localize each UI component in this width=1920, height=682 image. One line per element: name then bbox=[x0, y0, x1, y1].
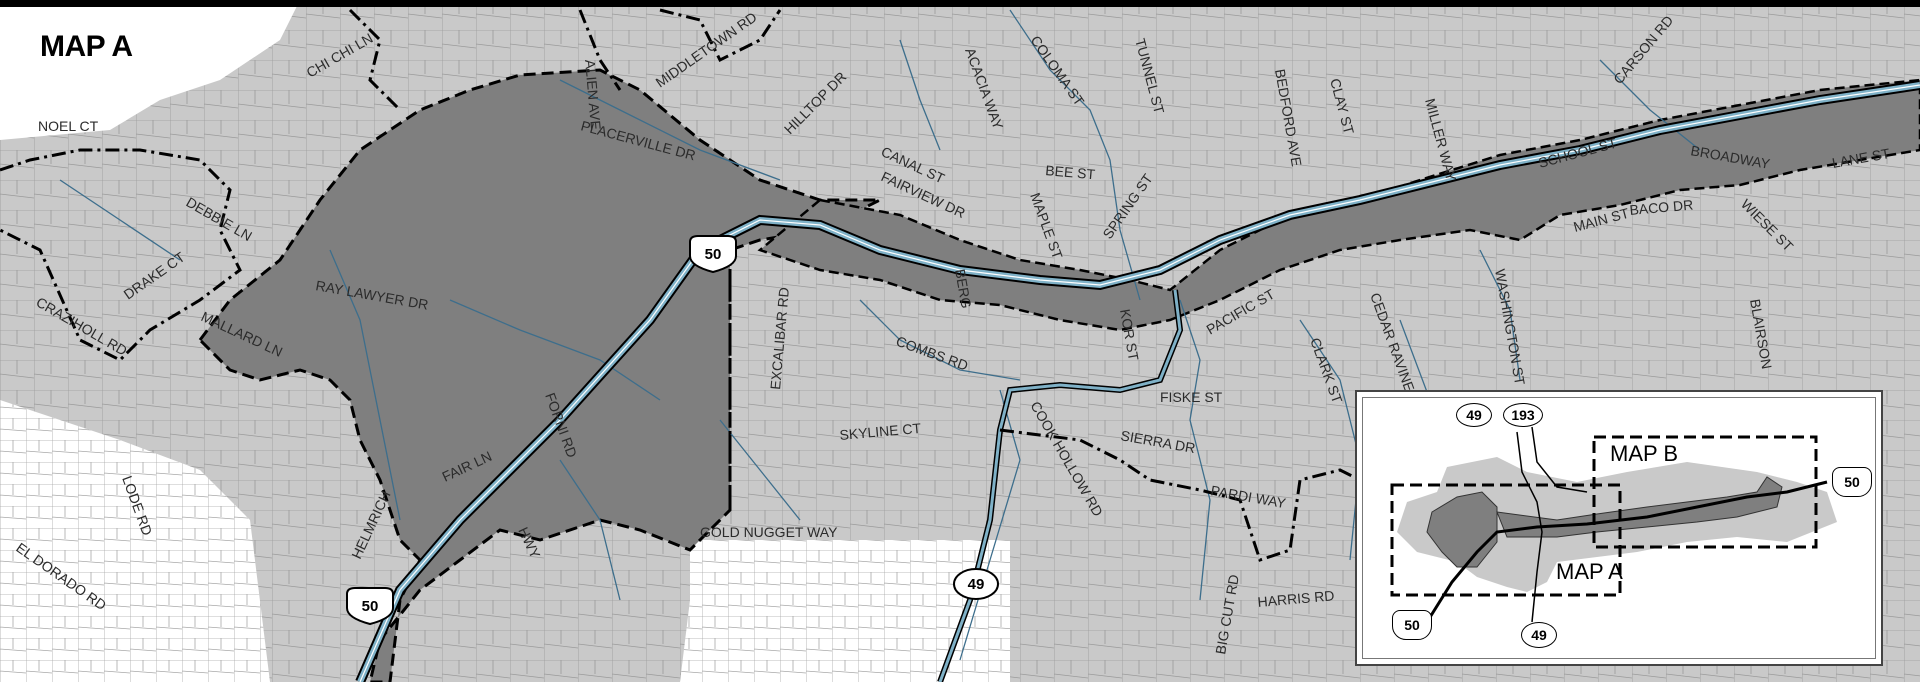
outside-parcels-bottom-left bbox=[0, 400, 270, 682]
outside-area-top-left bbox=[0, 0, 300, 140]
inset-highway-50 bbox=[1425, 480, 1828, 623]
map-title: MAP A bbox=[40, 30, 133, 63]
highway-49 bbox=[937, 289, 1184, 682]
street-label: BEE ST bbox=[1045, 162, 1096, 182]
us-route-50-shield: 50 bbox=[689, 235, 737, 274]
inset-shield-us-50-west: 50 bbox=[1392, 610, 1432, 640]
inset-label-map-a: MAP A bbox=[1556, 559, 1623, 584]
inset-frame bbox=[1362, 397, 1876, 659]
street-label: ALIEN AVE bbox=[582, 59, 604, 131]
street-label: BERG bbox=[952, 268, 975, 310]
street-label: FISKE ST bbox=[1160, 389, 1223, 405]
inset-graphics bbox=[1390, 426, 1837, 623]
highway-50 bbox=[355, 80, 1920, 682]
inset-highway-193 bbox=[1531, 426, 1588, 493]
shield-number: 50 bbox=[362, 598, 379, 615]
us-route-50-shield: 50 bbox=[346, 587, 394, 626]
shield-number: 49 bbox=[968, 576, 985, 593]
outside-parcels-bottom-center bbox=[680, 540, 1010, 682]
city-limit-boundary-east bbox=[728, 250, 1361, 562]
city-limit-boundary bbox=[0, 148, 242, 362]
inset-map-b-extent bbox=[1592, 435, 1818, 549]
street-label: HARRIS RD bbox=[1257, 587, 1335, 610]
street-label: GOLD NUGGET WAY bbox=[700, 524, 838, 540]
inset-label-map-b: MAP B bbox=[1610, 441, 1679, 466]
inset-shield-193: 193 bbox=[1503, 403, 1543, 427]
inset-map-a-extent bbox=[1390, 483, 1622, 597]
plan-area-west bbox=[198, 68, 881, 682]
inset-highway-49 bbox=[1516, 431, 1543, 623]
inset-locator-map: MAP B MAP A 49 193 50 50 49 bbox=[1355, 390, 1883, 666]
inset-shield-49: 49 bbox=[1456, 403, 1492, 427]
top-border bbox=[0, 0, 1920, 7]
shield-number: 50 bbox=[705, 246, 722, 263]
street-label: SKYLINE CT bbox=[839, 420, 922, 443]
street-label: NOEL CT bbox=[38, 118, 99, 134]
inset-plan-area-corridor bbox=[1496, 476, 1783, 538]
inset-shield-us-50-east: 50 bbox=[1832, 467, 1872, 497]
inset-shield-49-south: 49 bbox=[1521, 622, 1557, 648]
boundary-north bbox=[348, 8, 782, 112]
state-route-49-shield: 49 bbox=[953, 568, 999, 600]
street-label: BACO DR bbox=[1629, 196, 1694, 217]
